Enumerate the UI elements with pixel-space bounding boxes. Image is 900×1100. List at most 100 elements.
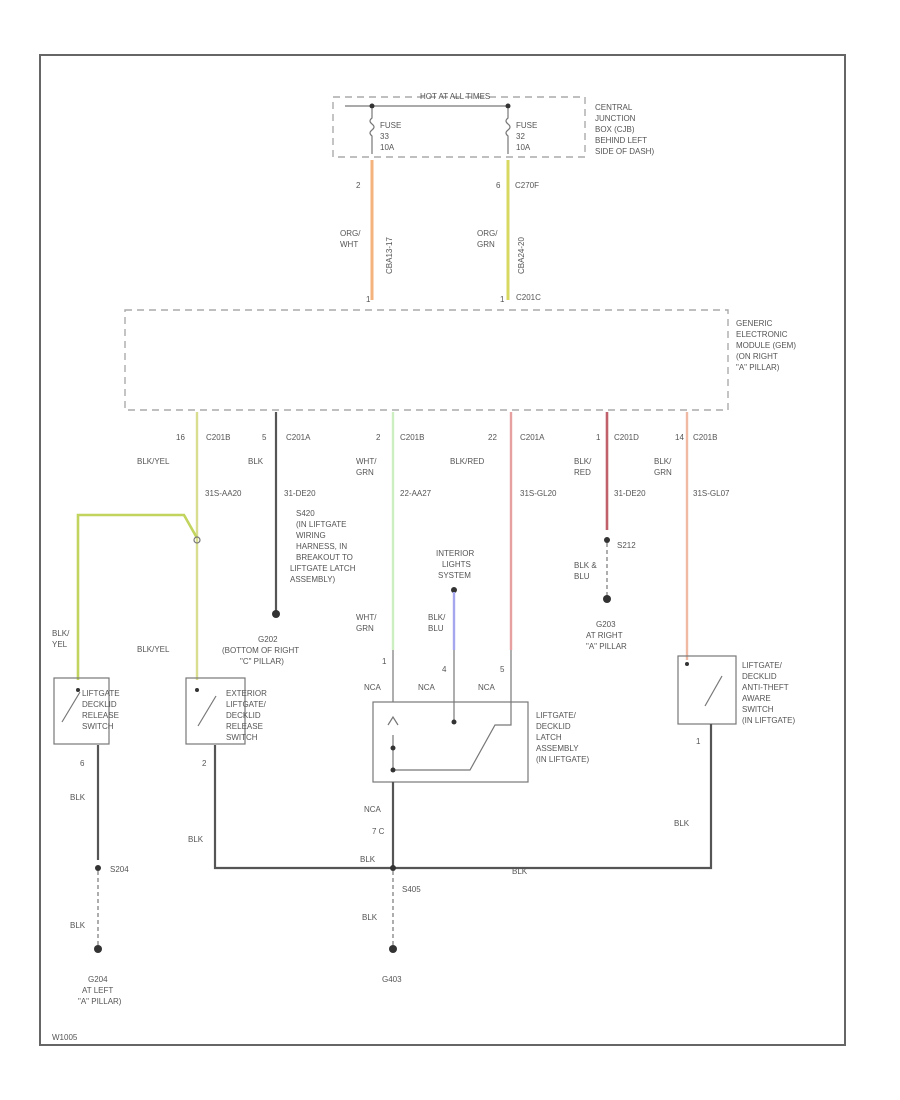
wire-blk-yel-left: [76, 513, 199, 680]
fuse-right-0: FUSE: [516, 121, 537, 130]
s405-blk: BLK: [362, 913, 378, 922]
out5-pin: 1: [596, 433, 601, 442]
out4-pin: 22: [488, 433, 497, 442]
switch2-contact: [197, 695, 217, 727]
latch-assembly: [372, 701, 529, 783]
g204-2: "A" PILLAR): [78, 997, 122, 1006]
sw1-0: LIFTGATE: [82, 689, 120, 698]
left-yel-1: YEL: [52, 640, 68, 649]
sw1-1: DECKLID: [82, 700, 117, 709]
cjb-label-2: BOX (CJB): [595, 125, 635, 134]
s420-5: LIFTGATE LATCH: [290, 564, 356, 573]
sw2-2: DECKLID: [226, 711, 261, 720]
latch-pin-h: 7 C: [372, 827, 385, 836]
circ-right: CBA24-20: [517, 237, 526, 274]
gem-module: [124, 309, 729, 411]
gem-label-3: (ON RIGHT: [736, 352, 778, 361]
g202-0: G202: [258, 635, 278, 644]
at-0: LIFTGATE/: [742, 661, 783, 670]
g203-1: AT RIGHT: [586, 631, 623, 640]
bus-blk-1: BLK: [360, 855, 376, 864]
switch1-contact: [61, 691, 81, 723]
out6-wire-1: GRN: [654, 468, 672, 477]
at-blk: BLK: [674, 819, 690, 828]
gem-label-4: "A" PILLAR): [736, 363, 780, 372]
s204: S204: [110, 865, 129, 874]
latch-nca-1: NCA: [364, 683, 382, 692]
g203-ground-icon: [603, 595, 611, 603]
cjb-label-1: JUNCTION: [595, 114, 636, 123]
sw1-pin: 6: [80, 759, 85, 768]
latch-arrow: [387, 715, 399, 726]
wire-right-1: GRN: [477, 240, 495, 249]
gem-top-pin-1: 1: [366, 295, 371, 304]
g204-1: AT LEFT: [82, 986, 113, 995]
s212-node: [604, 537, 610, 543]
sw2-3: RELEASE: [226, 722, 263, 731]
out5-circ: 31-DE20: [614, 489, 646, 498]
switch1-node: [76, 688, 80, 692]
sw1-blk: BLK: [70, 793, 86, 802]
latch-node-1: [390, 745, 396, 751]
cjb-label-0: CENTRAL: [595, 103, 633, 112]
interior-0: INTERIOR: [436, 549, 474, 558]
switch-liftgate-release: [53, 677, 110, 745]
latch-4: (IN LIFTGATE): [536, 755, 590, 764]
ground-bus: [213, 724, 713, 870]
out4-wire: BLK/RED: [450, 457, 484, 466]
ext-yel: BLK/YEL: [137, 645, 170, 654]
left-yel-0: BLK/: [52, 629, 70, 638]
hot-node-right: [505, 103, 511, 109]
at-3: AWARE: [742, 694, 771, 703]
latch-0: LIFTGATE/: [536, 711, 577, 720]
g203-2: "A" PILLAR: [586, 642, 627, 651]
diagram-frame: [39, 54, 846, 1046]
out2-pin: 5: [262, 433, 267, 442]
out4-conn: C201A: [520, 433, 545, 442]
gem-label-1: ELECTRONIC: [736, 330, 788, 339]
interior-1: LIGHTS: [442, 560, 471, 569]
at-1: DECKLID: [742, 672, 777, 681]
out1-pin: 16: [176, 433, 185, 442]
out2-wire: BLK: [248, 457, 264, 466]
latch-node-3: [451, 719, 457, 725]
gem-top-pin-2: 1: [500, 295, 505, 304]
latch-pin-b: 4: [442, 665, 447, 674]
s420-2: WIRING: [296, 531, 326, 540]
hot-label: HOT AT ALL TIMES: [420, 92, 490, 101]
latch-nca-bottom: NCA: [364, 805, 382, 814]
interior-node: [451, 587, 457, 593]
s420-3: HARNESS, IN: [296, 542, 347, 551]
out3-conn: C201B: [400, 433, 424, 442]
wht-grn-0: WHT/: [356, 613, 377, 622]
out3-wire-0: WHT/: [356, 457, 377, 466]
latch-pin-c: 5: [500, 665, 505, 674]
sw1-2: RELEASE: [82, 711, 119, 720]
gem-label-0: GENERIC: [736, 319, 773, 328]
out1-conn: C201B: [206, 433, 230, 442]
g202-ground-icon: [272, 610, 280, 618]
sw2-pin: 2: [202, 759, 207, 768]
interior-2: SYSTEM: [438, 571, 471, 580]
out6-circ: 31S-GL07: [693, 489, 730, 498]
switch4-node: [685, 662, 689, 666]
s212-wire-0: BLK &: [574, 561, 597, 570]
g403: G403: [382, 975, 402, 984]
wire-left-1: WHT: [340, 240, 358, 249]
out6-pin: 14: [675, 433, 684, 442]
out6-wire-0: BLK/: [654, 457, 672, 466]
switch-anti-theft: [677, 655, 737, 725]
latch-3: ASSEMBLY: [536, 744, 579, 753]
out6-conn: C201B: [693, 433, 717, 442]
s405: S405: [402, 885, 421, 894]
latch-1: DECKLID: [536, 722, 571, 731]
s420-1: (IN LIFTGATE: [296, 520, 347, 529]
s212-wire-1: BLU: [574, 572, 590, 581]
circ-left: CBA13-17: [385, 237, 394, 274]
at-pin: 1: [696, 737, 701, 746]
out1-circ: 31S-AA20: [205, 489, 242, 498]
out5-conn: C201D: [614, 433, 639, 442]
sw2-blk: BLK: [188, 835, 204, 844]
sw2-0: EXTERIOR: [226, 689, 267, 698]
